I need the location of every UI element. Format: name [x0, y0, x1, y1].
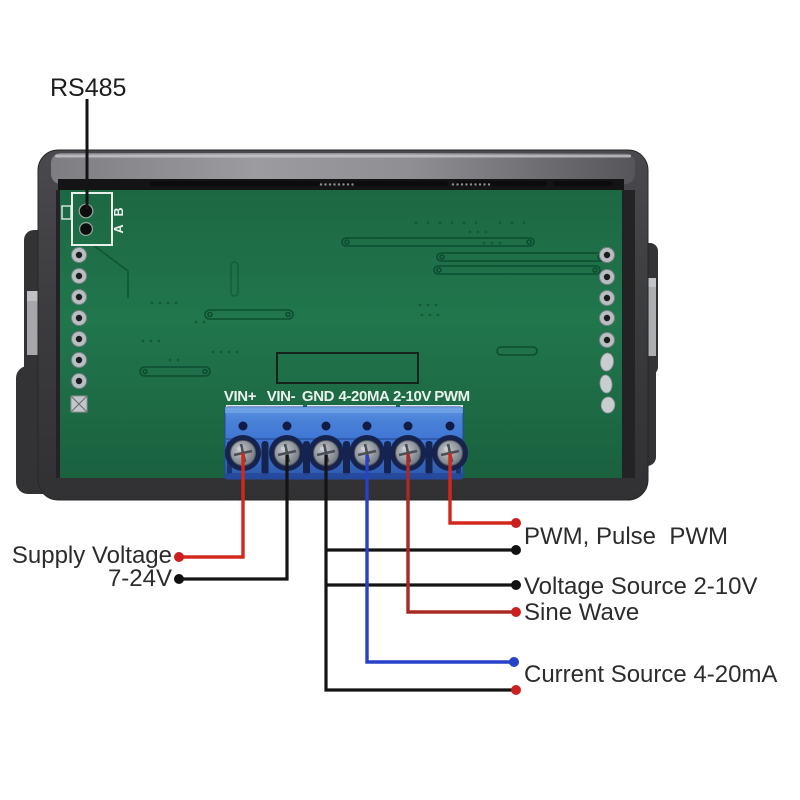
wire-gnd	[324, 455, 512, 692]
sine-wave-label: Sine Wave	[524, 599, 640, 626]
voltage-source-label: Voltage Source 2-10V	[524, 573, 758, 600]
solder-pad	[599, 310, 615, 326]
square-pad	[70, 395, 88, 413]
wire-pwm	[448, 453, 512, 525]
terminal-label-vin-minus: VIN-	[267, 388, 296, 405]
solder-pad	[71, 331, 87, 347]
solder-pad-column-left	[70, 247, 88, 413]
solder-pad	[71, 373, 87, 389]
terminal-label-4-20ma: 4-20MA	[339, 388, 391, 405]
wire-entry-holes	[238, 421, 455, 431]
terminal-label-vin-plus: VIN+	[224, 388, 257, 405]
solder-smudges	[599, 352, 616, 414]
terminal-label-gnd: GND	[302, 388, 335, 405]
rs485-port: B A	[61, 192, 126, 246]
pcb-slots	[92, 237, 606, 377]
divider-slots	[227, 441, 461, 475]
solder-pad	[71, 352, 87, 368]
wire-vin-plus	[182, 453, 245, 559]
wire-2-10v	[406, 453, 512, 614]
rs485-label: RS485	[50, 74, 127, 102]
solder-pad	[599, 332, 615, 348]
solder-pad	[599, 247, 615, 263]
via-dots	[141, 221, 526, 362]
connector-pin-dots	[319, 183, 491, 186]
wire-4-20ma	[365, 455, 510, 664]
rs485-pin-b-label: B	[112, 207, 126, 216]
pwm-output-label: PWM, Pulse PWM	[524, 523, 729, 550]
solder-pad	[71, 310, 87, 326]
supply-range-label: 7-24V	[107, 565, 172, 592]
annotation-wires	[85, 99, 512, 692]
solder-pad	[71, 289, 87, 305]
solder-pad	[599, 269, 615, 285]
rs485-hole-a	[78, 222, 93, 237]
terminal-label-2-10v: 2-10V	[393, 388, 431, 405]
solder-pad	[71, 247, 87, 263]
solder-pad-column-right	[599, 247, 616, 414]
wire-endpoint-dots	[174, 518, 521, 695]
terminal-label-pwm: PWM	[434, 388, 469, 405]
terminal-silkscreen-labels: VIN+ VIN- GND 4-20MA 2-10V PWM	[224, 388, 470, 405]
silkscreen-rect	[276, 352, 419, 384]
case-pcb-gap	[58, 179, 624, 192]
supply-voltage-label: Supply Voltage	[11, 542, 172, 569]
wire-vin-minus	[182, 455, 289, 581]
terminal-block	[223, 406, 470, 480]
rs485-pin-a-label: A	[112, 224, 126, 233]
current-source-label: Current Source 4-20mA	[524, 661, 778, 688]
enclosure-bevel	[51, 153, 635, 184]
solder-pad	[599, 290, 615, 306]
solder-pad	[71, 268, 87, 284]
